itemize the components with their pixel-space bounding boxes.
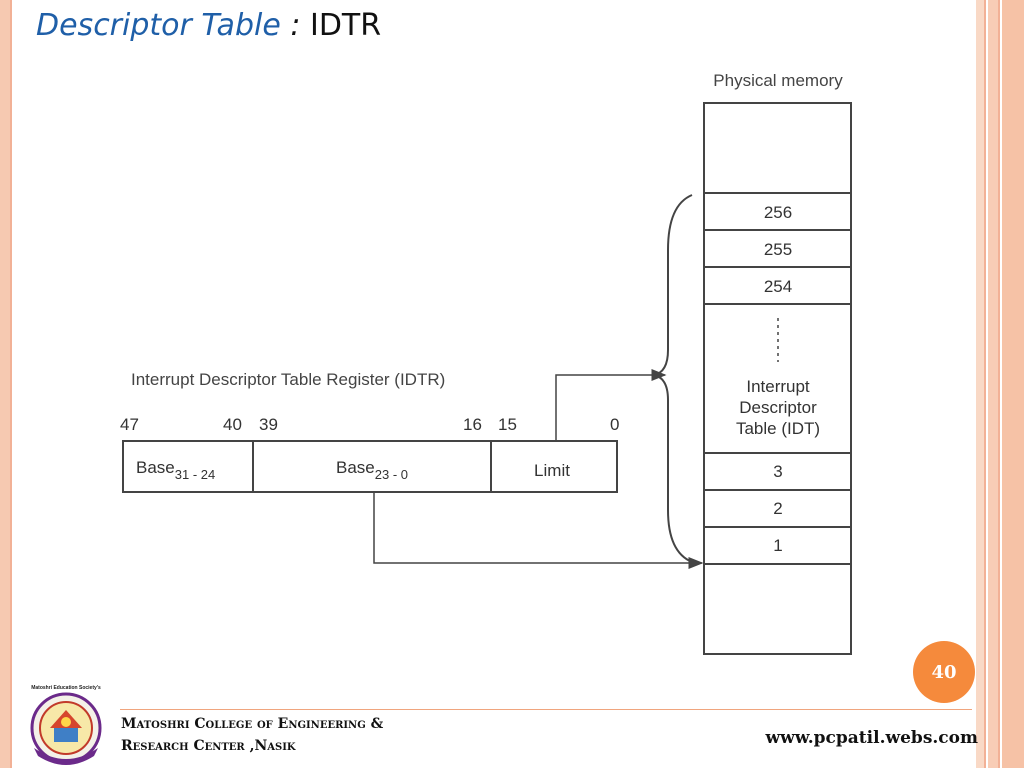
memory-row-255: 255	[764, 240, 792, 259]
website-url: www.pcpatil.webs.com	[765, 728, 978, 748]
physical-memory-column	[703, 102, 852, 655]
idt-label-line1: Interrupt	[746, 377, 810, 396]
footer-divider	[120, 709, 972, 710]
base-arrow	[373, 492, 704, 569]
title-main: Descriptor Table	[36, 8, 281, 43]
idtr-register-box	[122, 440, 618, 493]
title-sub: IDTR	[309, 8, 382, 43]
idt-brace	[653, 194, 693, 563]
memory-row-1: 1	[773, 536, 782, 555]
slide-title: Descriptor Table : IDTR	[36, 8, 381, 43]
page-number-badge: 40	[913, 641, 975, 703]
field-limit: Limit	[534, 461, 570, 480]
register-title: Interrupt Descriptor Table Register (IDT…	[131, 370, 445, 389]
college-name-line1: Matoshri College of Engineering &	[121, 716, 384, 732]
memory-row-256: 256	[764, 203, 792, 222]
college-name-line2: Research Center ,Nasik	[121, 738, 296, 754]
right-decorative-stripes	[976, 0, 1024, 768]
bit-label-40: 40	[223, 415, 242, 434]
physical-memory-label: Physical memory	[713, 71, 843, 90]
idt-label-line3: Table (IDT)	[736, 419, 820, 438]
bit-label-15: 15	[498, 415, 517, 434]
limit-arrow	[555, 369, 667, 441]
bit-label-16: 16	[463, 415, 482, 434]
college-logo: Matoshri Education Society's	[30, 685, 102, 765]
title-separator: :	[280, 8, 310, 43]
field-base-low: Base23 - 0	[336, 458, 408, 482]
bit-label-39: 39	[259, 415, 278, 434]
memory-row-2: 2	[773, 499, 782, 518]
memory-row-3: 3	[773, 462, 782, 481]
field-base-high: Base31 - 24	[136, 458, 215, 482]
idt-label-line2: Descriptor	[739, 398, 817, 417]
memory-row-254: 254	[764, 277, 792, 296]
bit-label-0: 0	[610, 415, 619, 434]
logo-caption: Matoshri Education Society's	[31, 685, 101, 691]
left-border	[0, 0, 12, 768]
bit-label-47: 47	[120, 415, 139, 434]
college-name: Matoshri College of Engineering & Resear…	[121, 713, 383, 757]
